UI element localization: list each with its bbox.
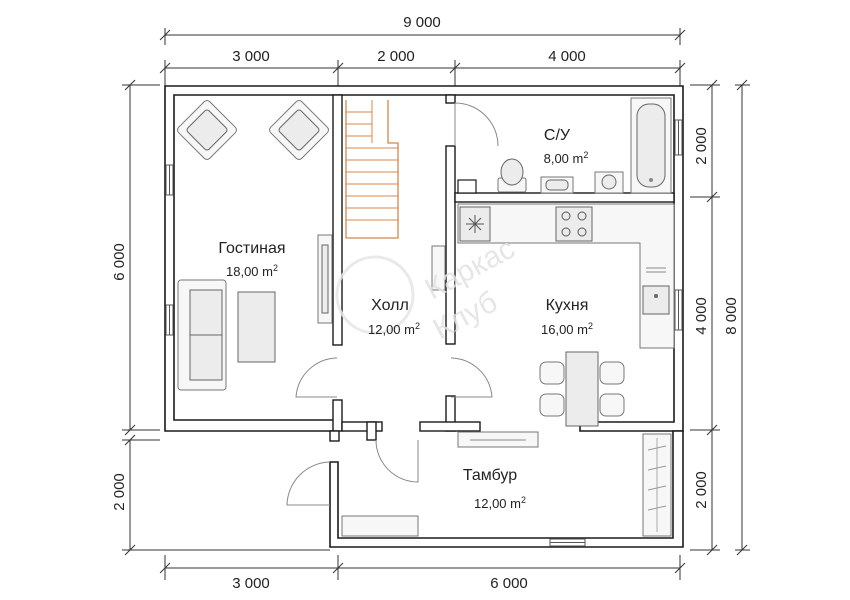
dim-bottom-seg-2: 6 000 xyxy=(490,575,528,592)
room-hall-name: Холл xyxy=(371,297,409,314)
washing-machine xyxy=(594,171,624,194)
tv-stand-living xyxy=(317,234,333,324)
dim-left-bottom: 2 000 xyxy=(111,473,128,511)
dim-right-seg-1: 2 000 xyxy=(693,127,710,165)
room-vestibule-area: 12,00 m2 xyxy=(474,495,526,511)
door-entrance-swing xyxy=(286,461,331,506)
walls xyxy=(164,85,684,548)
door-kitchen-swing xyxy=(450,357,493,398)
dim-right-seg-2: 4 000 xyxy=(693,297,710,335)
room-bath-name: С/У xyxy=(544,127,571,144)
windows xyxy=(165,119,683,547)
dim-right-seg-3: 2 000 xyxy=(693,471,710,509)
armchair-2 xyxy=(269,100,329,160)
kitchen-counter xyxy=(457,203,675,349)
armchair-1 xyxy=(177,100,237,160)
toilet xyxy=(497,158,527,193)
door-living-swing xyxy=(295,357,338,398)
wardrobe-vestibule xyxy=(642,433,672,537)
stair-flight xyxy=(345,100,399,239)
room-bath-area: 8,00 m2 xyxy=(544,150,589,166)
shoe-rack xyxy=(457,431,539,448)
bench-vestibule xyxy=(341,515,419,537)
staircase xyxy=(345,100,399,239)
washbasin xyxy=(540,176,574,194)
room-kitchen-name: Кухня xyxy=(546,297,589,314)
room-hall-area: 12,00 m2 xyxy=(368,321,420,337)
dim-top-seg-2: 2 000 xyxy=(377,48,415,65)
dining-set xyxy=(539,351,625,427)
watermark-logo: Каркас Клуб xyxy=(335,232,520,346)
outer-wall-lower xyxy=(329,430,684,548)
doors xyxy=(286,102,499,506)
dim-bottom-seg-1: 3 000 xyxy=(232,575,270,592)
room-living-name: Гостиная xyxy=(218,240,285,257)
cabinet-hall xyxy=(431,245,446,291)
dim-top-seg-3: 4 000 xyxy=(548,48,586,65)
dim-top-total: 9 000 xyxy=(403,14,441,31)
room-vestibule-name: Тамбур xyxy=(463,467,517,484)
dimension-lines xyxy=(122,28,750,580)
dim-top-seg-1: 3 000 xyxy=(232,48,270,65)
dim-right-total: 8 000 xyxy=(723,297,740,335)
room-kitchen-area: 16,00 m2 xyxy=(541,321,593,337)
bathtub xyxy=(630,97,672,194)
sofa xyxy=(177,279,227,391)
door-hall-swing xyxy=(375,439,419,483)
coffee-table xyxy=(237,291,276,363)
dim-left-total: 6 000 xyxy=(111,243,128,281)
room-living-area: 18,00 m2 xyxy=(226,263,278,279)
door-bath-swing xyxy=(454,102,499,147)
